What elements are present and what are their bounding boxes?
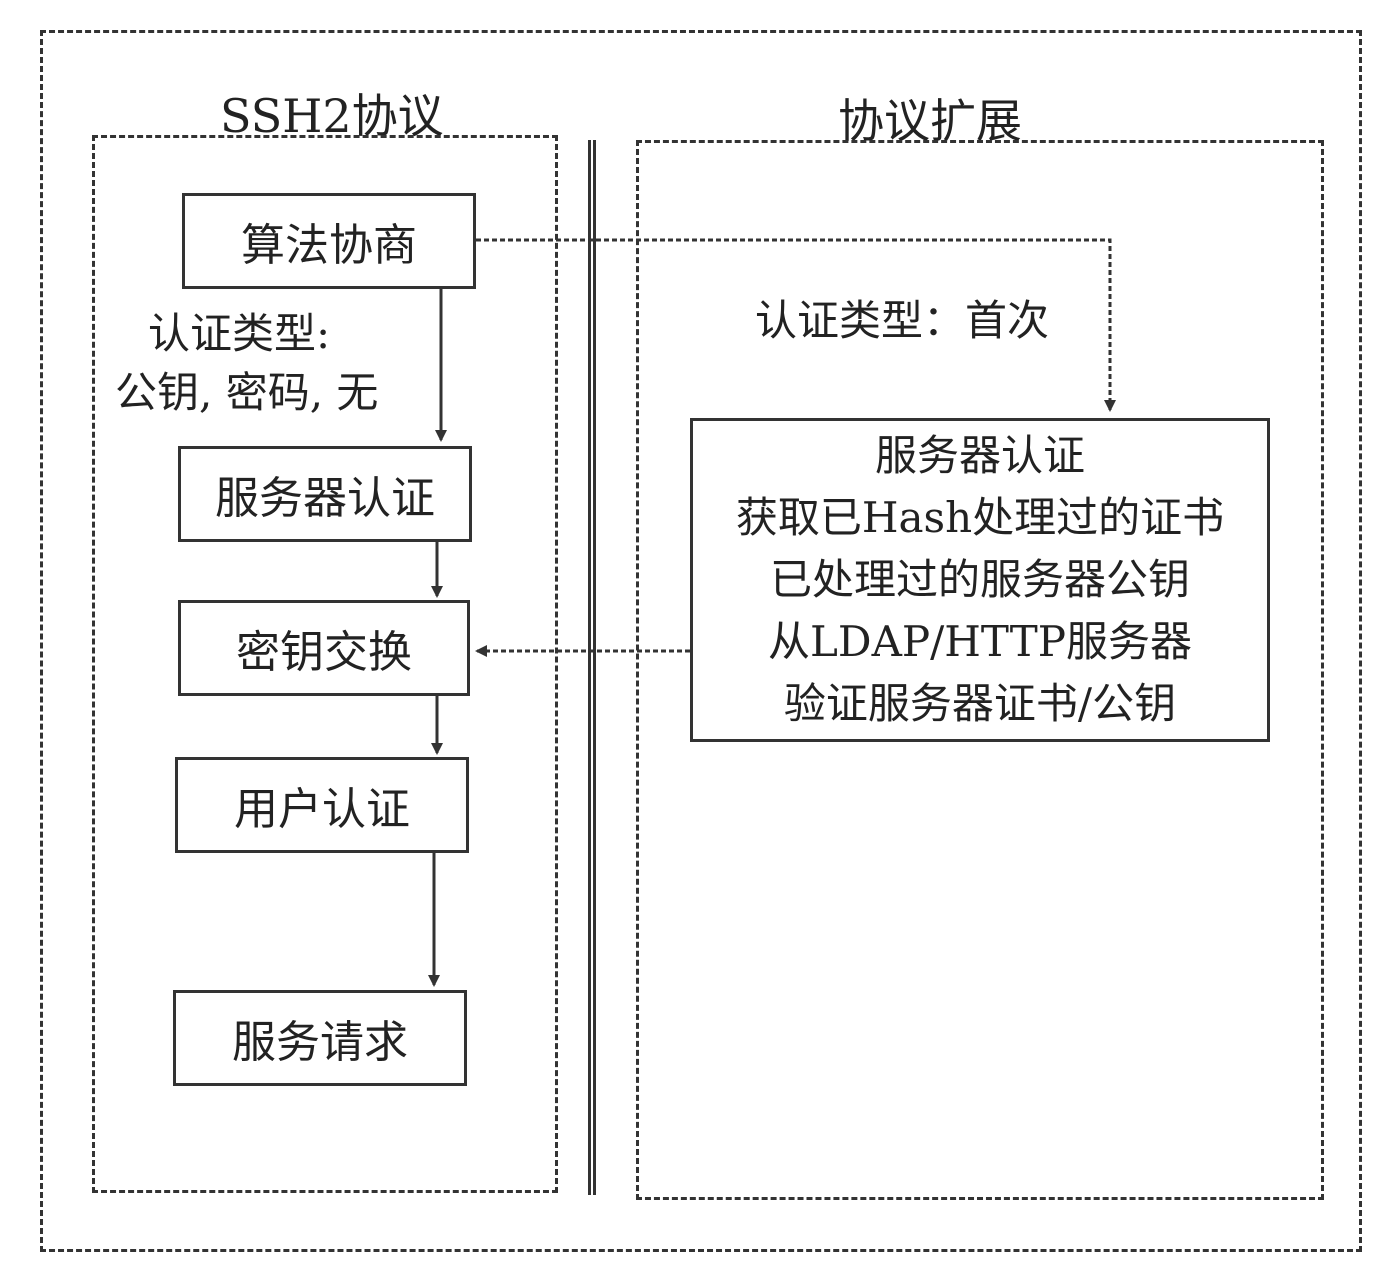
service-request-box: 服务请求 xyxy=(173,990,467,1086)
panel-divider xyxy=(588,140,596,1195)
left-auth-type-label: 认证类型: xyxy=(148,309,331,358)
extension-line: 服务器认证 xyxy=(874,431,1085,480)
right-auth-type-label: 认证类型：首次 xyxy=(755,296,1050,345)
extension-line: 验证服务器证书/公钥 xyxy=(783,679,1177,728)
extension-line: 已处理过的服务器公钥 xyxy=(769,555,1190,604)
right-title: 协议扩展 xyxy=(838,94,1022,148)
user-auth-box: 用户认证 xyxy=(175,757,469,853)
outer-frame xyxy=(40,30,1362,1252)
key-exchange-box: 密钥交换 xyxy=(178,600,470,696)
extension-line: 从LDAP/HTTP服务器 xyxy=(768,617,1192,666)
protocol-extension-panel xyxy=(636,140,1324,1200)
ssh2-protocol-panel xyxy=(92,135,558,1193)
algorithm-negotiation-box: 算法协商 xyxy=(182,193,476,289)
server-auth-box: 服务器认证 xyxy=(178,446,472,542)
left-title: SSH2协议 xyxy=(220,89,444,143)
left-auth-type-values: 公钥, 密码, 无 xyxy=(115,368,379,417)
extension-line: 获取已Hash处理过的证书 xyxy=(735,493,1225,542)
extension-server-auth-box: 服务器认证 获取已Hash处理过的证书 已处理过的服务器公钥 从LDAP/HTT… xyxy=(690,418,1270,742)
arrow-negotiation-to-extension xyxy=(476,238,1116,412)
